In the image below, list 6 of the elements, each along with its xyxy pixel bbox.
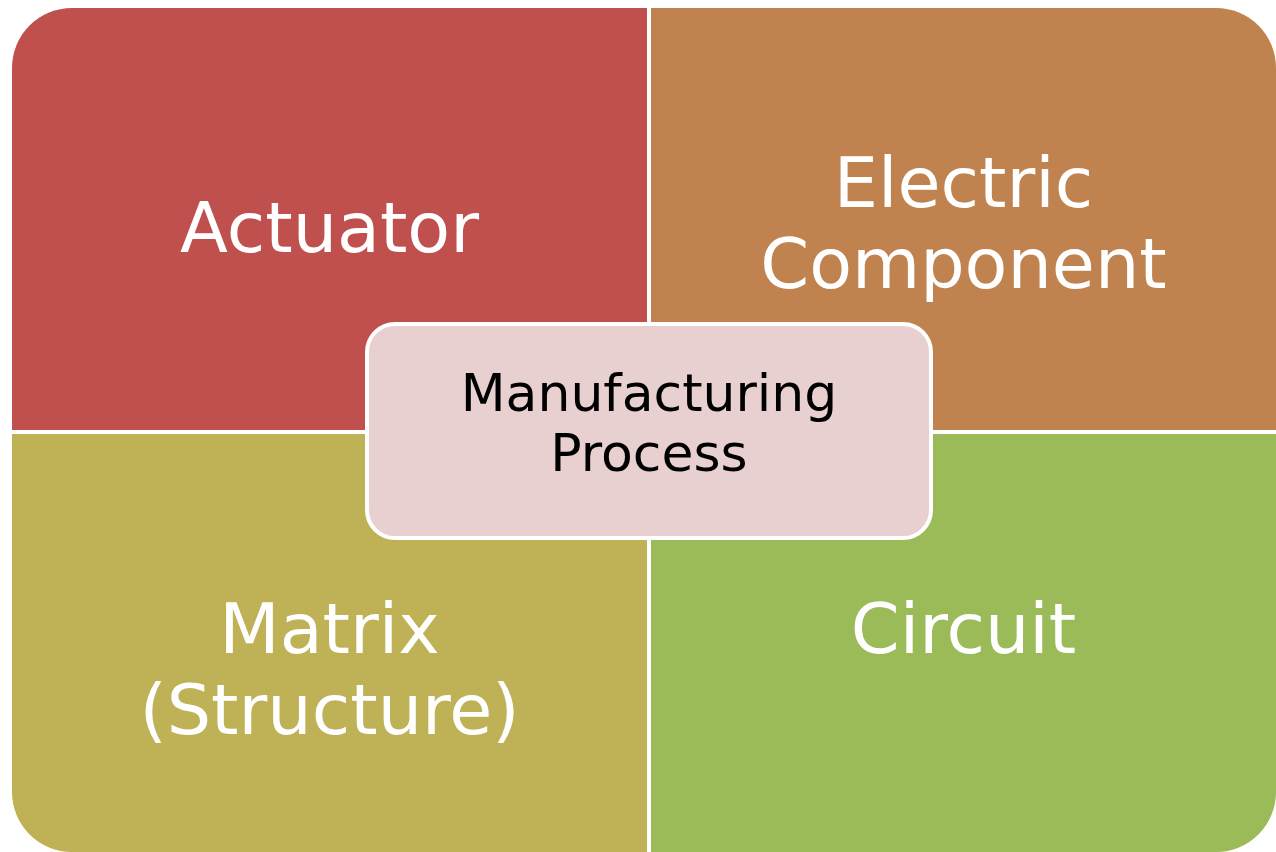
quadrant-label: Electric Component [759,143,1168,304]
center-overlay [365,322,933,540]
quadrant-label: Actuator [180,188,479,269]
center-label: Manufacturing Process [459,364,839,484]
quadrant-label: Matrix (Structure) [138,589,521,750]
quadrant-label: Circuit [850,589,1077,670]
